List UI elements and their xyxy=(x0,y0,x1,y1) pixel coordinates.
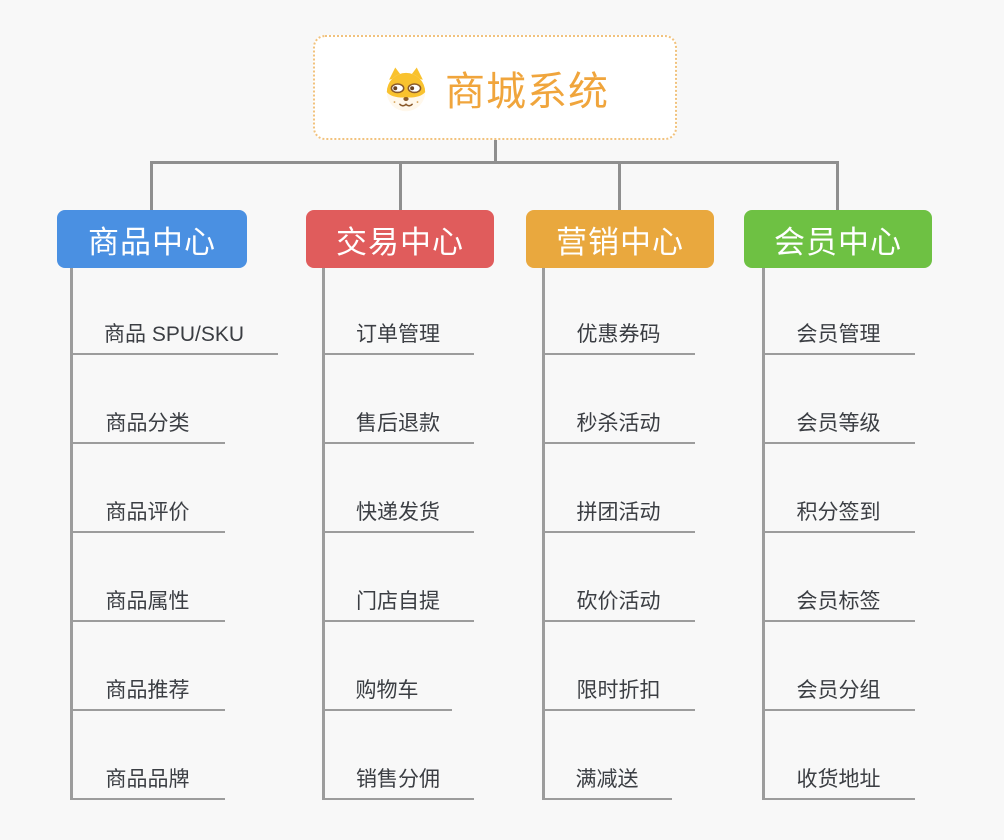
leaf-node-member-tag[interactable]: 会员标签 xyxy=(762,584,915,622)
shiba-dog-icon xyxy=(381,66,431,112)
branch-node-product-center[interactable]: 商品中心 xyxy=(57,210,247,268)
spine-line-marketing xyxy=(542,268,545,800)
root-node[interactable]: 商城系统 xyxy=(313,35,677,140)
leaf-node-points-checkin[interactable]: 积分签到 xyxy=(762,495,915,533)
leaf-node-shipping-address[interactable]: 收货地址 xyxy=(762,762,915,800)
leaf-node-product-spu-sku[interactable]: 商品 SPU/SKU xyxy=(70,317,278,355)
leaf-node-express-shipping[interactable]: 快递发货 xyxy=(322,495,474,533)
spine-line-trade xyxy=(322,268,325,800)
branch-label: 会员中心 xyxy=(774,224,902,260)
drop-line-trade xyxy=(399,161,402,210)
drop-line-product xyxy=(150,161,153,210)
spine-line-member xyxy=(762,268,765,800)
root-stem-line xyxy=(494,139,497,163)
branch-node-trade-center[interactable]: 交易中心 xyxy=(306,210,494,268)
leaf-node-aftersale-refund[interactable]: 售后退款 xyxy=(322,406,474,444)
leaf-node-group-buy[interactable]: 拼团活动 xyxy=(542,495,695,533)
leaf-node-member-group[interactable]: 会员分组 xyxy=(762,673,915,711)
branch-bus-line xyxy=(150,161,839,164)
branch-label: 交易中心 xyxy=(336,224,464,260)
leaf-node-product-category[interactable]: 商品分类 xyxy=(70,406,225,444)
leaf-node-flash-sale[interactable]: 秒杀活动 xyxy=(542,406,695,444)
leaf-node-product-attribute[interactable]: 商品属性 xyxy=(70,584,225,622)
leaf-node-member-level[interactable]: 会员等级 xyxy=(762,406,915,444)
leaf-node-member-management[interactable]: 会员管理 xyxy=(762,317,915,355)
leaf-node-product-recommend[interactable]: 商品推荐 xyxy=(70,673,225,711)
leaf-node-coupon-code[interactable]: 优惠券码 xyxy=(542,317,695,355)
leaf-node-product-review[interactable]: 商品评价 xyxy=(70,495,225,533)
leaf-node-store-pickup[interactable]: 门店自提 xyxy=(322,584,474,622)
leaf-node-order-management[interactable]: 订单管理 xyxy=(322,317,474,355)
leaf-node-limited-time-discount[interactable]: 限时折扣 xyxy=(542,673,695,711)
branch-node-member-center[interactable]: 会员中心 xyxy=(744,210,932,268)
drop-line-marketing xyxy=(618,161,621,210)
branch-node-marketing-center[interactable]: 营销中心 xyxy=(526,210,714,268)
leaf-node-full-reduction[interactable]: 满减送 xyxy=(542,762,672,800)
branch-label: 商品中心 xyxy=(88,224,216,260)
leaf-node-bargain-activity[interactable]: 砍价活动 xyxy=(542,584,695,622)
leaf-node-shopping-cart[interactable]: 购物车 xyxy=(322,673,452,711)
leaf-node-product-brand[interactable]: 商品品牌 xyxy=(70,762,225,800)
branch-label: 营销中心 xyxy=(556,224,684,260)
spine-line-product xyxy=(70,268,73,800)
leaf-node-sales-commission[interactable]: 销售分佣 xyxy=(322,762,474,800)
root-title: 商城系统 xyxy=(445,69,609,114)
drop-line-member xyxy=(836,161,839,210)
